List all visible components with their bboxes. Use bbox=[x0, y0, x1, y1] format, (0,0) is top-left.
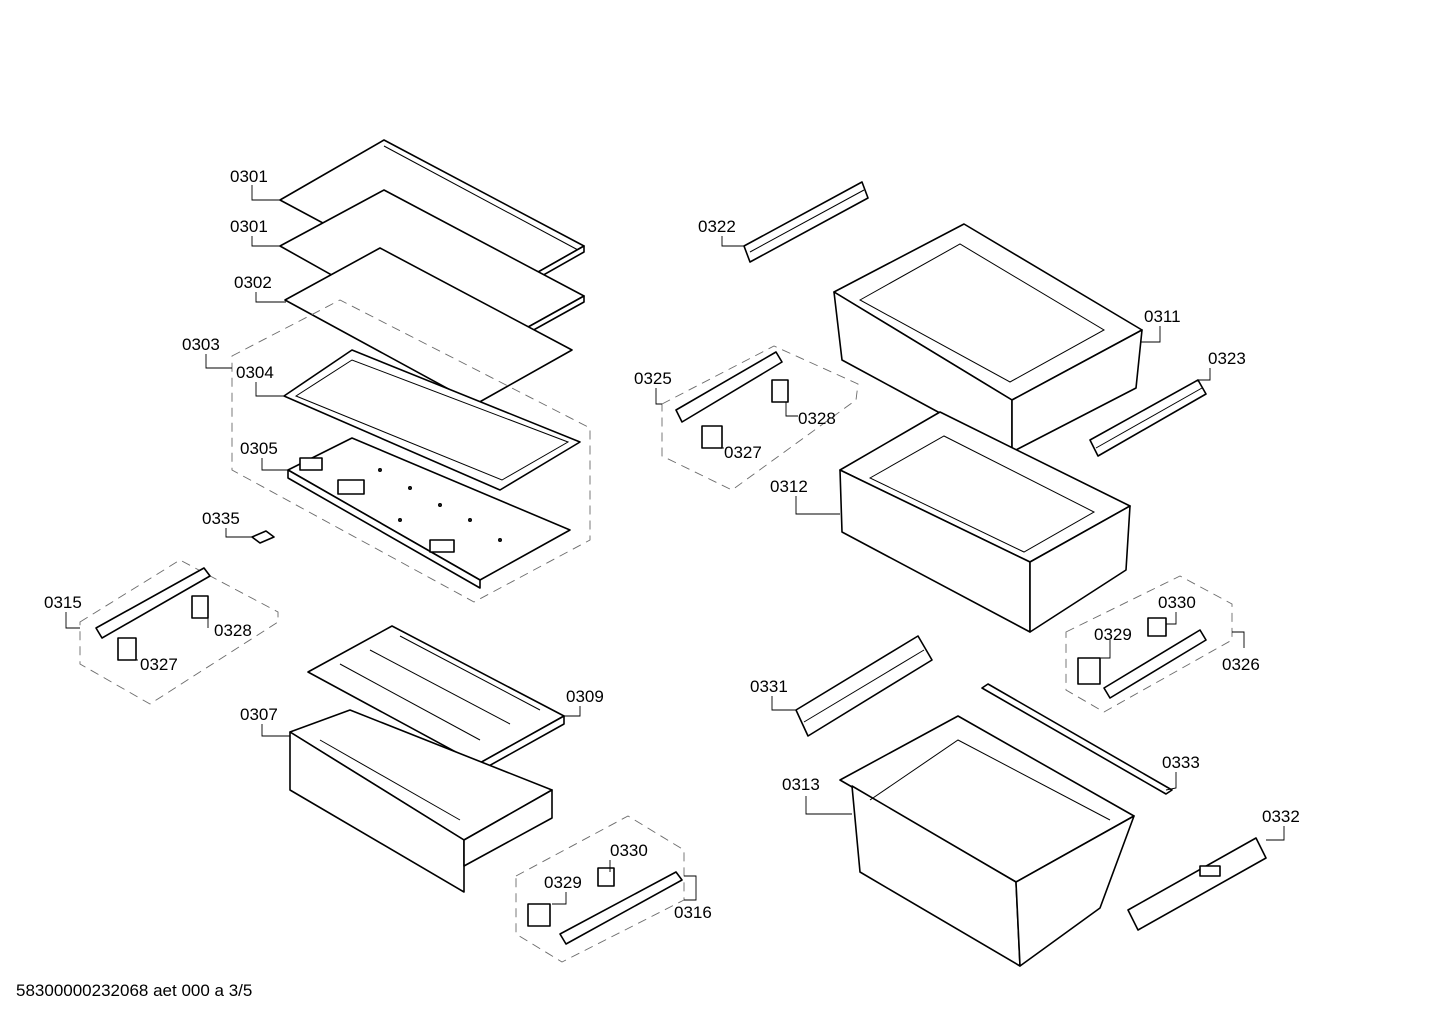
label-0307: 0307 bbox=[240, 705, 278, 724]
label-0325: 0325 bbox=[634, 369, 672, 388]
label-0301-second: 0301 bbox=[230, 217, 268, 236]
lower-drawer-0313 bbox=[839, 715, 1135, 967]
drawer-slide-0332 bbox=[1127, 837, 1267, 931]
label-0328-left: 0328 bbox=[214, 621, 252, 640]
document-code-footer: 58300000232068 aet 000 a 3/5 bbox=[16, 981, 253, 1000]
label-0332: 0332 bbox=[1262, 807, 1300, 826]
leader-lines bbox=[65, 185, 1285, 905]
rail-set-dashed-group-0315 bbox=[79, 559, 279, 705]
drawer-slide-0331 bbox=[795, 635, 933, 737]
rail-set-dashed-group-0325 bbox=[661, 345, 859, 491]
label-0316: 0316 bbox=[674, 903, 712, 922]
label-0330-left: 0330 bbox=[610, 841, 648, 860]
label-0309: 0309 bbox=[566, 687, 604, 706]
label-0327-left: 0327 bbox=[140, 655, 178, 674]
glass-plate-0302 bbox=[284, 247, 573, 405]
rail-set-dashed-group-0326 bbox=[1065, 575, 1233, 713]
crisper-drawer-0307 bbox=[289, 709, 553, 893]
label-0328-right: 0328 bbox=[798, 409, 836, 428]
label-0304: 0304 bbox=[236, 363, 274, 382]
label-0302: 0302 bbox=[234, 273, 272, 292]
shelf-carrier-0305 bbox=[287, 437, 571, 589]
label-0305: 0305 bbox=[240, 439, 278, 458]
label-0330-right: 0330 bbox=[1158, 593, 1196, 612]
label-0333: 0333 bbox=[1162, 753, 1200, 772]
drawer-rail-bar-0333 bbox=[981, 683, 1173, 795]
label-0315: 0315 bbox=[44, 593, 82, 612]
rail-set-dashed-group-0316 bbox=[515, 815, 685, 963]
upper-drawer-0311 bbox=[833, 223, 1143, 453]
drawer-slide-0323 bbox=[1089, 379, 1207, 457]
label-0303: 0303 bbox=[182, 335, 220, 354]
clip-0335 bbox=[251, 530, 275, 544]
label-0329-left: 0329 bbox=[544, 873, 582, 892]
label-0313: 0313 bbox=[782, 775, 820, 794]
shelf-frame-0304 bbox=[283, 349, 581, 491]
label-0312: 0312 bbox=[770, 477, 808, 496]
middle-drawer-0312 bbox=[839, 411, 1131, 633]
label-0326: 0326 bbox=[1222, 655, 1260, 674]
part-number-labels: 0301 0301 0302 0303 0304 0305 0335 0315 … bbox=[44, 167, 1300, 922]
label-0323: 0323 bbox=[1208, 349, 1246, 368]
label-0311: 0311 bbox=[1144, 307, 1181, 326]
label-0329-right: 0329 bbox=[1094, 625, 1132, 644]
label-0322: 0322 bbox=[698, 217, 736, 236]
label-0335: 0335 bbox=[202, 509, 240, 528]
label-0301-top: 0301 bbox=[230, 167, 268, 186]
label-0331: 0331 bbox=[750, 677, 788, 696]
shelf-assembly-dashed-group-0303 bbox=[231, 299, 591, 603]
label-0327-right: 0327 bbox=[724, 443, 762, 462]
drawer-slide-0322 bbox=[743, 181, 869, 263]
